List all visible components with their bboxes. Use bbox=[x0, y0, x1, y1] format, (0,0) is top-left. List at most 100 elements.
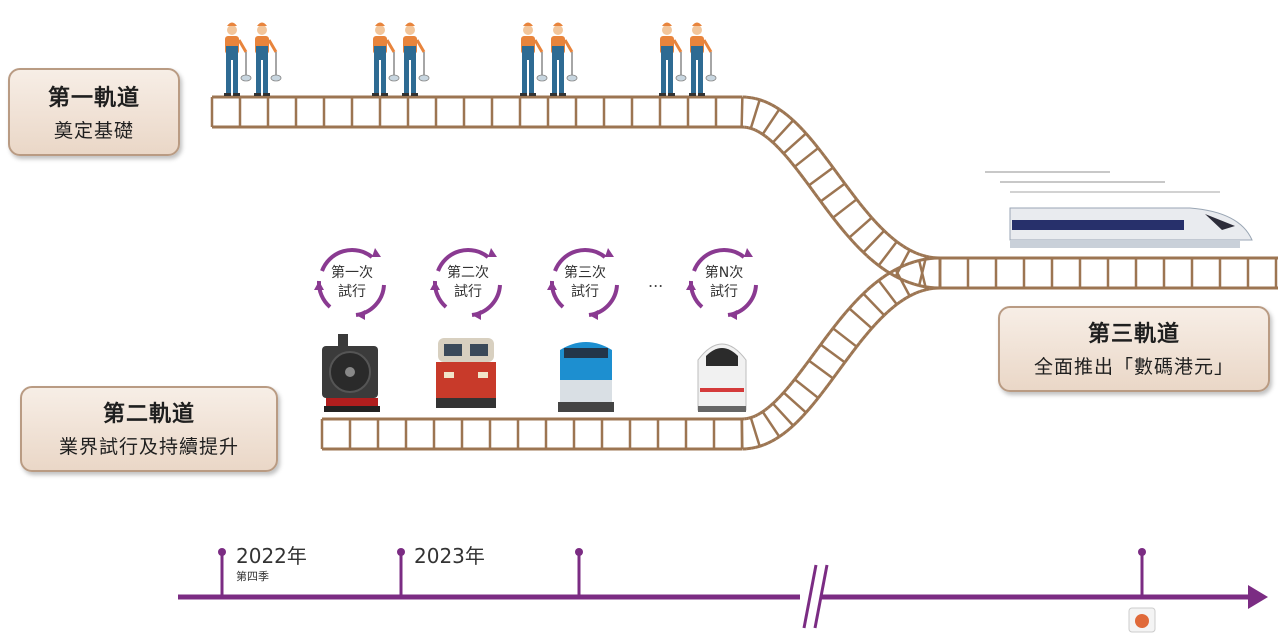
rail-segment bbox=[782, 152, 788, 158]
workers-group bbox=[222, 21, 718, 98]
rail-segment bbox=[779, 391, 785, 397]
rail-segment bbox=[876, 317, 883, 323]
rail-segment bbox=[862, 292, 886, 317]
rail-segment bbox=[820, 150, 826, 157]
rail-segment bbox=[766, 404, 772, 410]
rail-segment bbox=[801, 176, 808, 183]
rail-segment bbox=[895, 240, 901, 246]
rail-segment bbox=[866, 254, 872, 261]
trial-label-line2: 試行 bbox=[710, 284, 738, 300]
rail-segment bbox=[858, 338, 864, 344]
rail-segment bbox=[781, 110, 788, 116]
rail-segment bbox=[889, 305, 895, 311]
rail-segment bbox=[892, 237, 898, 243]
rail-segment bbox=[790, 378, 796, 384]
rail-segment bbox=[825, 158, 832, 165]
rail-segment bbox=[825, 208, 832, 215]
rail-segment bbox=[769, 138, 774, 144]
rail-segment bbox=[929, 286, 934, 291]
rail-segment bbox=[848, 307, 873, 330]
rail-segment bbox=[905, 294, 911, 300]
rail-segment bbox=[858, 202, 864, 208]
rail-segment bbox=[750, 445, 756, 450]
trial-label-line1: 第三次 bbox=[564, 265, 606, 281]
rail-segment bbox=[779, 149, 785, 155]
rail-segment bbox=[793, 374, 799, 381]
rail-segment bbox=[904, 261, 910, 267]
launch-badge-icon bbox=[1128, 607, 1156, 633]
rail-segment bbox=[793, 378, 819, 399]
rail-segment bbox=[761, 411, 781, 438]
worker-icon bbox=[400, 21, 431, 98]
rail-segment bbox=[774, 397, 780, 403]
rail-segment bbox=[870, 216, 876, 223]
rail-segment bbox=[867, 213, 873, 219]
trial-ellipsis: ... bbox=[648, 272, 664, 291]
rail-segment bbox=[771, 119, 795, 144]
rail-segment bbox=[879, 226, 886, 232]
rail-segment bbox=[938, 257, 942, 289]
rail-segment bbox=[757, 412, 761, 416]
rail-segment bbox=[904, 279, 910, 285]
rail-segment bbox=[796, 169, 802, 175]
rail-segment bbox=[834, 170, 841, 177]
rail-segment bbox=[864, 209, 870, 216]
worker-icon bbox=[687, 21, 718, 98]
timeline-break bbox=[802, 564, 818, 629]
rail-segment bbox=[919, 252, 924, 257]
rail-segment bbox=[922, 288, 927, 292]
rail-segment bbox=[894, 268, 911, 297]
rail-segment bbox=[846, 186, 852, 193]
timeline-marker-icon bbox=[575, 548, 583, 597]
rail-segment bbox=[771, 402, 795, 427]
rail-segment bbox=[819, 182, 846, 203]
rail-segment bbox=[862, 229, 886, 254]
timeline-marker-icon bbox=[397, 548, 405, 597]
rail-segment bbox=[855, 198, 861, 205]
rail-segment bbox=[787, 381, 794, 388]
rail-segment bbox=[782, 391, 807, 414]
rail-segment bbox=[861, 334, 867, 341]
rail-segment bbox=[785, 113, 791, 119]
rail-segment bbox=[832, 327, 858, 348]
rail-segment bbox=[908, 260, 915, 265]
rail-segment bbox=[895, 300, 901, 306]
rail-segment bbox=[804, 359, 811, 366]
rail-segment bbox=[843, 357, 849, 364]
red-diesel-locomotive-icon bbox=[436, 338, 496, 408]
rail-segment bbox=[852, 194, 858, 201]
rail-segment bbox=[761, 108, 781, 135]
rail-segment bbox=[764, 406, 769, 412]
rail-segment bbox=[851, 240, 858, 247]
rail-segment bbox=[785, 427, 791, 433]
rail-segment bbox=[915, 290, 921, 295]
rail-segment bbox=[795, 418, 801, 424]
rail-segment bbox=[879, 314, 886, 320]
worker-icon bbox=[548, 21, 579, 98]
rail-segment bbox=[810, 188, 816, 195]
rail-segment bbox=[771, 437, 777, 443]
rail-segment bbox=[763, 99, 769, 105]
rail-segment bbox=[922, 254, 927, 258]
rail-segment bbox=[813, 347, 819, 354]
timeline-marker-icon bbox=[218, 548, 226, 597]
rail-segment bbox=[873, 320, 880, 326]
rail-segment bbox=[837, 365, 844, 372]
rail-segment bbox=[820, 389, 826, 396]
timeline-break bbox=[813, 564, 829, 629]
rail-tracks bbox=[210, 95, 1278, 451]
rail-segment bbox=[807, 355, 814, 362]
trial-label: 第一次 試行 bbox=[317, 264, 387, 302]
rail-segment bbox=[925, 287, 930, 292]
timeline bbox=[178, 548, 1268, 633]
rail-segment bbox=[843, 182, 849, 189]
rail-segment bbox=[752, 414, 756, 419]
rail-segment bbox=[841, 311, 848, 318]
rail-segment bbox=[810, 351, 816, 358]
rail-segment bbox=[748, 126, 752, 130]
rail-segment bbox=[785, 155, 791, 161]
rail-segment bbox=[804, 180, 811, 187]
rail-segment bbox=[912, 250, 917, 255]
rail-segment bbox=[754, 128, 759, 133]
